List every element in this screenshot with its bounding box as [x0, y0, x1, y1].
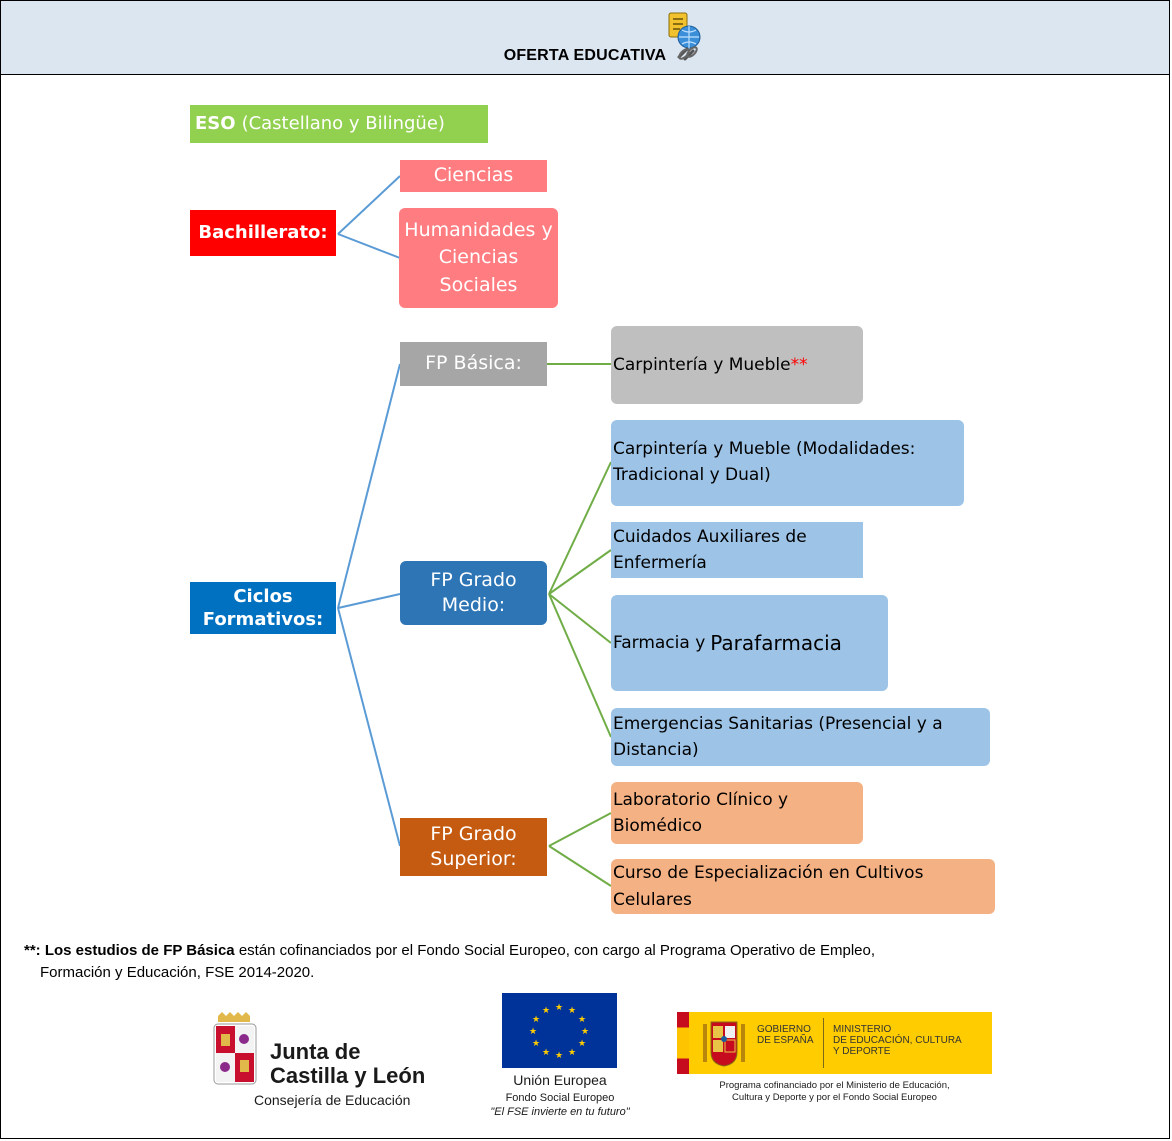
fp-superior-item: Curso de Especialización en Cultivos Cel… — [611, 859, 995, 914]
connector-medio-item-1 — [548, 461, 612, 595]
spain-coat-of-arms-icon — [703, 1021, 745, 1067]
svg-text:★: ★ — [555, 1003, 563, 1013]
gob-caption: Programa cofinanciado por el Ministerio … — [677, 1080, 992, 1104]
connector-bach-humanidades — [337, 233, 401, 259]
svg-text:★: ★ — [568, 1006, 576, 1016]
connector-medio-item-2 — [548, 549, 612, 595]
svg-text:★: ★ — [578, 1015, 586, 1025]
education-globe-icon — [668, 12, 701, 61]
svg-text:★: ★ — [581, 1027, 589, 1037]
eu-flag-icon: ★★★ ★★★ ★★★ ★★★ — [502, 993, 617, 1068]
svg-text:★: ★ — [532, 1015, 540, 1025]
jcl-name-line-1: Junta de — [270, 1039, 361, 1064]
page-title: OFERTA EDUCATIVA — [503, 47, 667, 64]
ministerio-line-3: Y DEPORTE — [833, 1046, 891, 1057]
gob-caption-line-1: Programa cofinanciado por el Ministerio … — [719, 1080, 950, 1091]
header-bar: OFERTA EDUCATIVA — [1, 1, 1169, 75]
jcl-name-line-2: Castilla y León — [270, 1063, 426, 1088]
gobierno-line-2: DE ESPAÑA — [757, 1035, 814, 1046]
eso-label: ESO — [195, 112, 236, 134]
junta-castilla-leon-logo: Junta de Castilla y León Consejería de E… — [210, 1012, 445, 1124]
svg-text:★: ★ — [529, 1027, 537, 1037]
fp-grado-superior-box: FP Grado Superior: — [400, 818, 547, 876]
connector-ciclos-superior — [337, 607, 401, 847]
connector-superior-item-1 — [548, 812, 612, 847]
fp-medio-item: Carpintería y Mueble (Modalidades: Tradi… — [611, 420, 964, 506]
svg-text:★: ★ — [542, 1006, 550, 1016]
gobierno-espana-logo: GOBIERNO DE ESPAÑA MINISTERIO DE EDUCACI… — [677, 1012, 992, 1112]
fp-basica-item: Carpintería y Mueble** — [611, 326, 863, 404]
fp-medio-item-text-large: Parafarmacia — [710, 630, 842, 655]
eso-box: ESO (Castellano y Bilingüe) — [190, 105, 488, 143]
fp-basica-item-text: Carpintería y Mueble — [613, 354, 791, 375]
ministerio-text: MINISTERIO DE EDUCACIÓN, CULTURA Y DEPOR… — [833, 1024, 962, 1057]
connector-ciclos-basica — [337, 363, 401, 609]
jcl-department: Consejería de Educación — [254, 1092, 411, 1108]
fp-superior-item: Laboratorio Clínico y Biomédico — [611, 782, 863, 844]
jcl-shield-icon — [213, 1012, 257, 1085]
bach-option-ciencias: Ciencias — [400, 160, 547, 192]
fp-basica-box: FP Básica: — [400, 342, 547, 386]
connector-ciclos-medio — [337, 593, 401, 609]
eso-detail: (Castellano y Bilingüe) — [241, 112, 445, 134]
svg-text:★: ★ — [578, 1039, 586, 1049]
fp-medio-item: Cuidados Auxiliares de Enfermería — [611, 522, 863, 578]
svg-text:★: ★ — [532, 1039, 540, 1049]
note-text-2: Formación y Educación, FSE 2014-2020. — [40, 964, 315, 981]
connector-medio-item-4 — [548, 593, 612, 738]
fp-medio-item-text: Farmacia y — [613, 632, 706, 653]
svg-text:★: ★ — [542, 1048, 550, 1058]
fp-medio-item: Emergencias Sanitarias (Presencial y a D… — [611, 708, 990, 766]
gobierno-text: GOBIERNO DE ESPAÑA — [757, 1024, 814, 1046]
connector-superior-item-2 — [548, 845, 612, 887]
gob-caption-line-2: Cultura y Deporte y por el Fondo Social … — [732, 1092, 937, 1103]
ciclos-box: Ciclos Formativos: — [190, 582, 336, 634]
union-europea-logo: ★★★ ★★★ ★★★ ★★★ Unión Europea Fondo Soci… — [490, 993, 640, 1133]
spain-flag-icon — [677, 1012, 689, 1074]
ministerio-line-2: DE EDUCACIÓN, CULTURA — [833, 1035, 962, 1046]
eu-name: Unión Europea — [513, 1072, 607, 1088]
connector-bach-ciencias — [337, 175, 401, 235]
connector-medio-item-3 — [548, 593, 612, 644]
eu-fund: Fondo Social Europeo — [505, 1092, 615, 1104]
jcl-name: Junta de Castilla y León — [270, 1040, 425, 1088]
bach-option-humanidades: Humanidades y Ciencias Sociales — [399, 208, 558, 308]
note-text: están cofinanciados por el Fondo Social … — [238, 942, 876, 959]
ministerio-line-1: MINISTERIO — [833, 1024, 892, 1035]
funding-note: **: Los estudios de FP Básica están cofi… — [24, 940, 1144, 984]
note-marker: **: — [24, 942, 41, 959]
fp-grado-medio-box: FP Grado Medio: — [400, 561, 547, 625]
svg-text:★: ★ — [568, 1048, 576, 1058]
eu-slogan: "El FSE invierte en tu futuro" — [490, 1106, 630, 1118]
bachillerato-box: Bachillerato: — [190, 210, 336, 256]
gob-divider — [823, 1018, 824, 1068]
gobierno-line-1: GOBIERNO — [757, 1024, 811, 1035]
svg-text:★: ★ — [555, 1051, 563, 1061]
asterisk-marker: ** — [790, 354, 808, 375]
note-bold: Los estudios de FP Básica — [44, 942, 235, 959]
